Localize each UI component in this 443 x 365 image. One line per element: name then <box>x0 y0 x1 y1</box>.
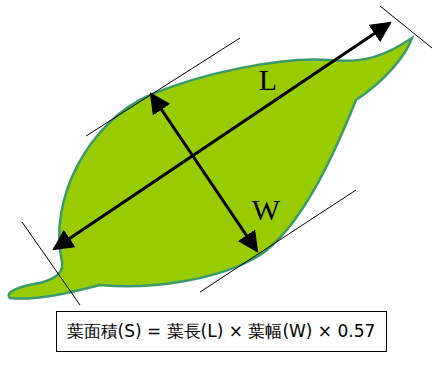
tangent-line <box>200 190 356 292</box>
formula-box: 葉面積(S) = 葉長(L) × 葉幅(W) × 0.57 <box>56 311 387 352</box>
dimension-label: L <box>259 65 277 95</box>
tangent-line <box>22 222 80 305</box>
dimension-label: W <box>252 195 280 225</box>
tangent-line <box>86 38 240 136</box>
width-arrow <box>151 94 257 251</box>
formula-text: 葉面積(S) = 葉長(L) × 葉幅(W) × 0.57 <box>67 320 376 342</box>
length-arrow <box>54 23 390 249</box>
leaf-shape <box>9 38 412 299</box>
tangent-line <box>380 6 432 48</box>
